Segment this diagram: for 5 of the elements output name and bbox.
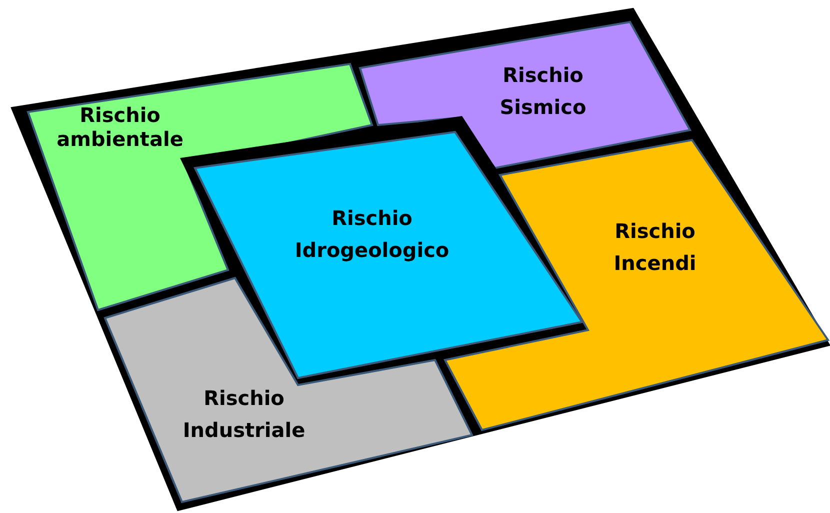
region-label: Rischio ambientale bbox=[56, 103, 184, 151]
region-label: Rischio Industriale bbox=[182, 385, 306, 444]
region-label: Rischio Incendi bbox=[614, 218, 696, 277]
region-label: Rischio Sismico bbox=[500, 62, 586, 121]
region-label: Rischio Idrogeologico bbox=[294, 205, 450, 264]
